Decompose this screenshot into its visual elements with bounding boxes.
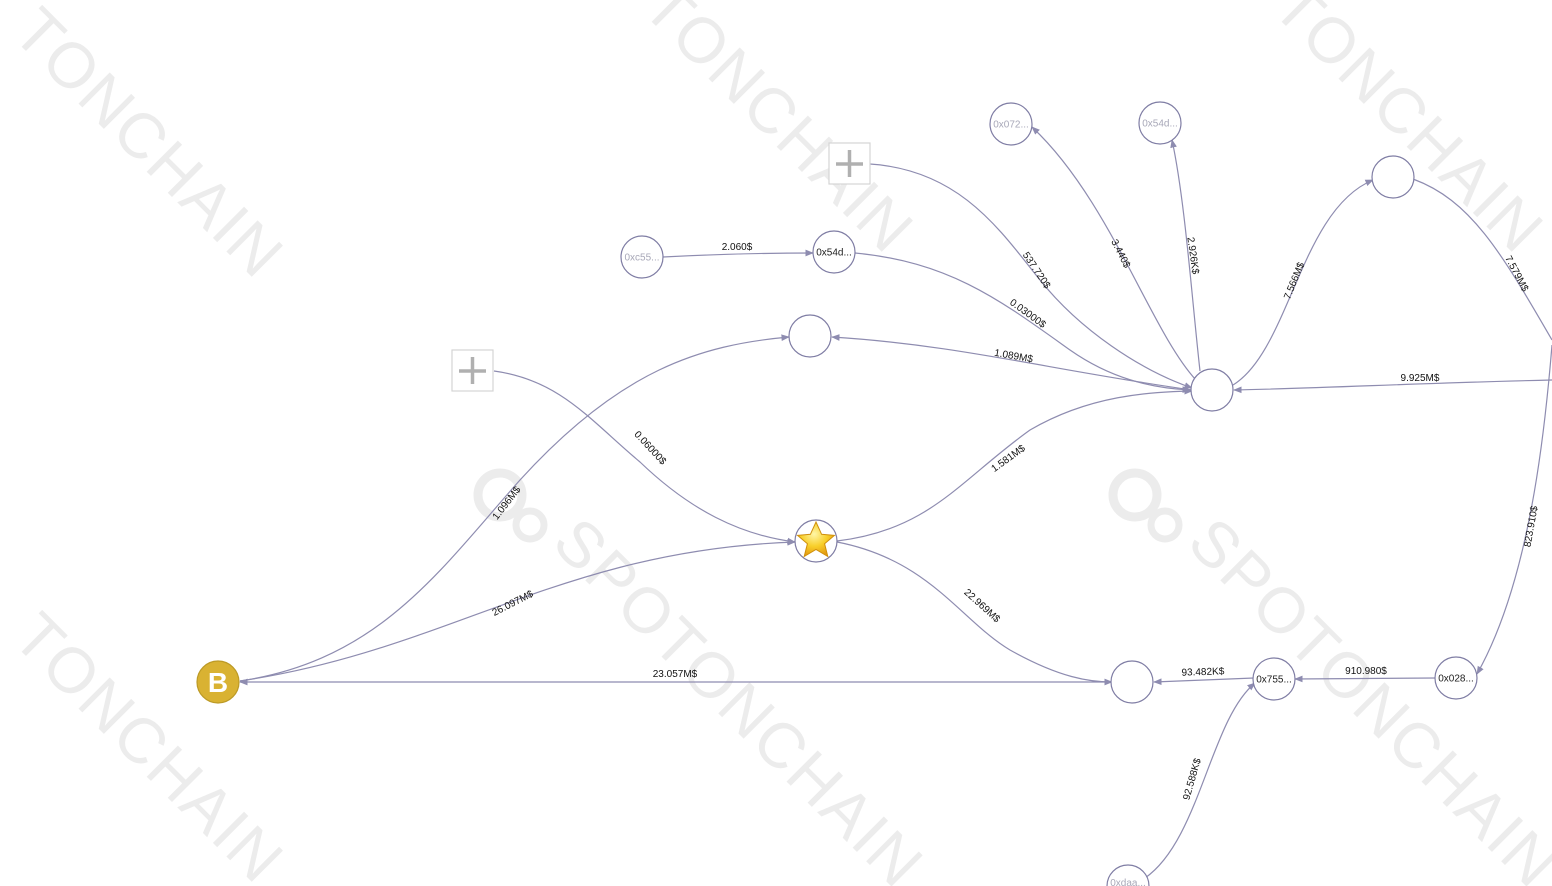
node-label: 0x028... [1438, 674, 1474, 685]
plus-node[interactable] [451, 349, 494, 392]
address-node[interactable]: 0x54d... [1138, 101, 1182, 145]
node-label: 0xdaa... [1110, 878, 1146, 886]
edge-label: 92.588K$ [1181, 757, 1203, 802]
edge-label: 23.057M$ [653, 669, 698, 680]
edge-label: 537.720$ [1020, 250, 1053, 291]
watermark-logo-icon [473, 468, 1183, 543]
node-label: 0x54d... [1142, 119, 1178, 130]
address-node[interactable]: 0x072... [989, 102, 1033, 146]
plus-node[interactable] [828, 142, 871, 185]
edge[interactable]: 93.482K$ [1153, 666, 1255, 686]
edge[interactable]: 3.440$ [1031, 126, 1197, 381]
edge[interactable]: 2.060$ [662, 242, 814, 258]
plus-icon [836, 150, 863, 177]
watermark-text: TONCHAIN [1260, 0, 1552, 267]
edge[interactable]: 22.969M$ [836, 541, 1113, 686]
node-label: 0xc55... [624, 253, 659, 264]
watermark-text: SPOTONCHAIN [540, 504, 938, 886]
edge-label: 3.440$ [1108, 238, 1132, 271]
edge[interactable]: 23.057M$ [239, 669, 1112, 686]
node-label: 0x072... [993, 120, 1029, 131]
address-node[interactable]: 0xdaa... [1106, 864, 1150, 886]
address-node[interactable]: 0x028... [1434, 656, 1478, 700]
star-node[interactable] [794, 519, 838, 563]
b-node[interactable]: B [196, 660, 240, 704]
nodes-layer: B 0xc55... 0x54d... [196, 101, 1478, 886]
edge-label: 7.566M$ [1282, 261, 1307, 302]
edge[interactable]: 0.03000$ [854, 252, 1191, 393]
edge[interactable]: 9.925M$ [1233, 373, 1552, 394]
edge-label: 1.089M$ [993, 348, 1034, 366]
edge[interactable]: 92.588K$ [1144, 682, 1256, 879]
edge-label: 7.579M$ [1502, 254, 1530, 294]
address-node[interactable]: 0xc55... [620, 235, 664, 279]
watermark-text: SPOTONCHAIN [1175, 504, 1552, 886]
edge-label: 93.482K$ [1181, 666, 1225, 679]
watermark-text: TONCHAIN [0, 599, 298, 886]
plus-icon [459, 357, 486, 384]
edge-label: 0.06000$ [632, 429, 669, 467]
hub-node[interactable] [1190, 368, 1234, 412]
edge-label: 0.03000$ [1007, 297, 1048, 331]
edge-label: 1.581M$ [990, 443, 1028, 475]
edge[interactable]: 7.566M$ [1232, 179, 1374, 386]
edge-label: 2.060$ [722, 242, 753, 253]
blank-node[interactable] [1371, 155, 1415, 199]
address-node[interactable]: 0x54d... [812, 230, 856, 274]
node-label: 0x54d... [816, 248, 852, 259]
edge[interactable]: 823.910$ [1476, 344, 1552, 675]
watermark-text: TONCHAIN [630, 0, 928, 267]
edge-label: 9.925M$ [1401, 373, 1440, 384]
edge[interactable]: 2.926K$ [1170, 139, 1201, 372]
star-icon [796, 520, 836, 558]
blank-node[interactable] [1110, 660, 1154, 704]
node-label: 0x755... [1256, 675, 1292, 686]
address-node[interactable]: 0x755... [1252, 657, 1296, 701]
edge-label: 823.910$ [1522, 505, 1540, 548]
edge-label: 22.969M$ [961, 587, 1002, 625]
edge[interactable]: 910.980$ [1294, 666, 1437, 683]
edge-label: 26.097M$ [491, 589, 536, 619]
edge-label: 2.926K$ [1184, 236, 1200, 275]
b-node-label: B [208, 667, 228, 698]
watermark-text: TONCHAIN [0, 0, 298, 292]
edge-label: 910.980$ [1345, 666, 1387, 677]
blank-node[interactable] [788, 314, 832, 358]
